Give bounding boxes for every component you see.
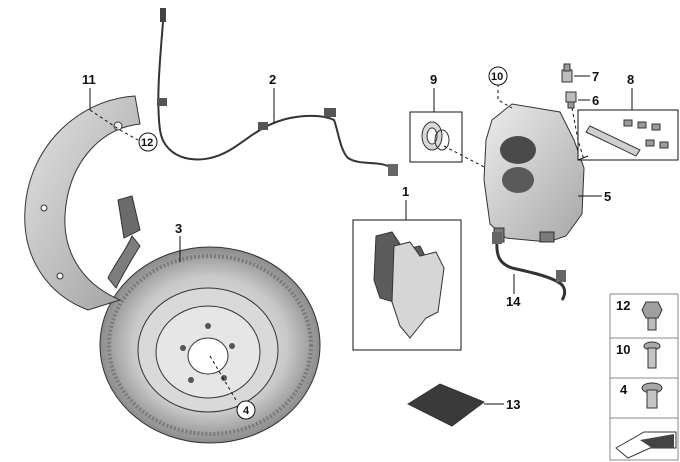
brake-disc	[99, 246, 321, 444]
hardware-kit	[577, 109, 679, 161]
callout-10: 10	[491, 71, 503, 83]
legend-panel: 12 10 4	[609, 293, 679, 461]
callout-5: 5	[604, 189, 611, 204]
bolt-10-icon	[643, 341, 661, 369]
callout-12: 12	[141, 137, 153, 149]
callout-10-circle	[488, 66, 508, 86]
repair-paste	[406, 383, 486, 427]
callout-1: 1	[402, 184, 409, 199]
callout-7: 7	[592, 69, 599, 84]
callout-12-circle	[138, 132, 158, 152]
callout-3: 3	[175, 221, 182, 236]
callout-11: 11	[82, 72, 96, 87]
callouts: 11 12 2 3 4 1 9 10 5 7 6 8 14 13	[82, 66, 634, 420]
brake-hose	[492, 232, 567, 301]
dust-shield	[24, 95, 141, 311]
bleed-screw	[561, 63, 573, 83]
callout-2: 2	[269, 72, 276, 87]
legend-label-10: 10	[616, 342, 630, 357]
legend-label-4: 4	[620, 382, 628, 397]
seal-ring	[409, 111, 463, 163]
callout-9: 9	[430, 72, 437, 87]
dust-cap	[565, 91, 577, 109]
callout-13: 13	[506, 397, 520, 412]
arrow-pointer-icon	[615, 431, 677, 459]
callout-4: 4	[243, 405, 250, 417]
callout-4-circle	[236, 400, 256, 420]
legend-label-12: 12	[616, 298, 630, 313]
brake-pads	[352, 219, 462, 351]
callout-6: 6	[592, 93, 599, 108]
callout-14: 14	[506, 294, 521, 309]
callout-8: 8	[627, 72, 634, 87]
brake-caliper	[483, 103, 585, 243]
bolt-4-icon	[641, 382, 663, 409]
leader-lines	[89, 75, 633, 405]
bolt-12-icon	[641, 301, 663, 331]
legend-cell-bolt-12	[609, 293, 679, 339]
wear-sensor	[157, 8, 398, 176]
